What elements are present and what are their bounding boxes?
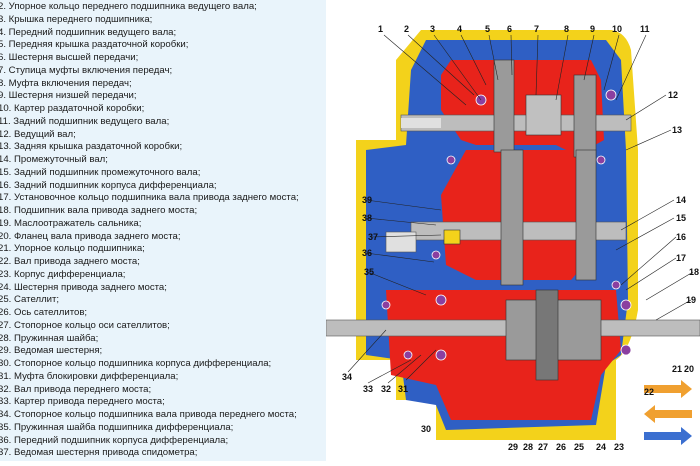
callout-25: 25 bbox=[574, 442, 584, 452]
callout-2: 2 bbox=[404, 24, 409, 34]
callout-31: 31 bbox=[398, 384, 408, 394]
legend-item: 17. Установочное кольцо подшипника вала … bbox=[0, 192, 299, 204]
legend-item: 14. Промежуточный вал; bbox=[0, 154, 108, 165]
legend-item: 37. Ведомая шестерня привода спидометра; bbox=[0, 447, 198, 459]
callout-34: 34 bbox=[342, 372, 352, 382]
transfer-case-drawing: 1 2 3 4 5 6 7 8 9 10 11 12 13 14 15 16 1… bbox=[325, 24, 700, 452]
callout-7: 7 bbox=[534, 24, 539, 34]
callout-11: 11 bbox=[640, 24, 650, 34]
legend-item: 33. Картер привода переднего моста; bbox=[0, 396, 165, 408]
callout-6: 6 bbox=[507, 24, 512, 34]
legend-item: 30. Стопорное кольцо подшипника корпуса … bbox=[0, 358, 272, 369]
callout-35: 35 bbox=[364, 267, 374, 277]
legend-item: 21. Упорное кольцо подшипника; bbox=[0, 243, 145, 255]
legend-item: 36. Передний подшипник корпуса дифференц… bbox=[0, 434, 229, 446]
legend-item: 2. Упорное кольцо переднего подшипника в… bbox=[0, 1, 257, 12]
legend-item: 23. Корпус дифференциала; bbox=[0, 268, 126, 280]
legend-item: 19. Маслоотражатель сальника; bbox=[0, 217, 142, 229]
legend-item: 29. Ведомая шестерня; bbox=[0, 345, 103, 357]
callout-1: 1 bbox=[378, 24, 383, 34]
callout-16: 16 bbox=[676, 232, 686, 242]
callout-lines bbox=[347, 34, 694, 384]
differential-gear bbox=[535, 289, 559, 381]
callout-19: 19 bbox=[686, 295, 696, 305]
callout-18: 18 bbox=[689, 267, 699, 277]
flow-arrows bbox=[644, 380, 692, 445]
intermediate-gear-1 bbox=[500, 149, 524, 286]
callout-33: 33 bbox=[363, 384, 373, 394]
callout-22: 22 bbox=[644, 387, 654, 397]
callout-24: 24 bbox=[596, 442, 606, 452]
callout-39: 39 bbox=[362, 195, 372, 205]
legend-item: 18. Подшипник вала привода заднего моста… bbox=[0, 205, 198, 216]
callout-36: 36 bbox=[362, 248, 372, 258]
clutch-hub bbox=[525, 94, 562, 136]
intermediate-gear-2 bbox=[575, 149, 597, 281]
callout-20: 20 bbox=[684, 364, 694, 374]
callout-10: 10 bbox=[612, 24, 622, 34]
callout-32: 32 bbox=[381, 384, 391, 394]
legend-item: 15. Задний подшипник промежуточного вала… bbox=[0, 166, 201, 178]
legend-item: 31. Муфта блокировки дифференциала; bbox=[0, 370, 179, 382]
legend-item: 13. Задняя крышка раздаточной коробки; bbox=[0, 141, 183, 153]
legend-item: 3. Крышка переднего подшипника; bbox=[0, 13, 153, 25]
transfer-case-diagram: 1 2 3 4 5 6 7 8 9 10 11 12 13 14 15 16 1… bbox=[325, 0, 700, 461]
callout-23: 23 bbox=[614, 442, 624, 452]
callout-17: 17 bbox=[676, 253, 686, 263]
legend-item: 34. Стопорное кольцо подшипника вала при… bbox=[0, 409, 297, 420]
legend-item: 6. Шестерня высшей передачи; bbox=[0, 52, 139, 63]
callout-9: 9 bbox=[590, 24, 595, 34]
legend-item: 4. Передний подшипник ведущего вала; bbox=[0, 26, 177, 38]
callout-8: 8 bbox=[564, 24, 569, 34]
callout-28: 28 bbox=[523, 442, 533, 452]
legend-item: 12. Ведущий вал; bbox=[0, 128, 76, 140]
speedometer-drive bbox=[385, 231, 417, 253]
legend-item: 11. Задний подшипник ведущего вала; bbox=[0, 115, 170, 127]
speedometer-gear bbox=[443, 229, 461, 245]
callout-29: 29 bbox=[508, 442, 518, 452]
callout-38: 38 bbox=[362, 213, 372, 223]
callout-13: 13 bbox=[672, 125, 682, 135]
callout-37: 37 bbox=[368, 232, 378, 242]
legend-item: 27. Стопорное кольцо оси сателлитов; bbox=[0, 319, 170, 331]
legend-item: 9. Шестерня низшей передачи; bbox=[0, 90, 137, 102]
callout-12: 12 bbox=[668, 90, 678, 100]
callout-21: 21 bbox=[672, 364, 682, 374]
legend-item: 32. Вал привода переднего моста; bbox=[0, 383, 152, 395]
legend-item: 5. Передняя крышка раздаточной коробки; bbox=[0, 39, 189, 51]
callout-26: 26 bbox=[556, 442, 566, 452]
legend-item: 10. Картер раздаточной коробки; bbox=[0, 103, 145, 114]
low-gear bbox=[573, 74, 597, 158]
legend-item: 24. Шестерня привода заднего моста; bbox=[0, 281, 167, 293]
legend-item: 16. Задний подшипник корпуса дифференциа… bbox=[0, 179, 217, 191]
legend-item: 25. Сателлит; bbox=[0, 294, 60, 306]
legend-item: 7. Ступица муфты включения передач; bbox=[0, 64, 173, 76]
legend-item: 28. Пружинная шайба; bbox=[0, 332, 99, 344]
callout-30: 30 bbox=[421, 424, 431, 434]
callout-15: 15 bbox=[676, 213, 686, 223]
legend-item: 26. Ось сателлитов; bbox=[0, 307, 88, 318]
callout-3: 3 bbox=[430, 24, 435, 34]
callout-4: 4 bbox=[457, 24, 462, 34]
legend-panel: 2. Упорное кольцо переднего подшипника в… bbox=[0, 0, 326, 461]
legend-item: 35. Пружинная шайба подшипника дифференц… bbox=[0, 421, 234, 433]
legend-item: 8. Муфта включения передач; bbox=[0, 77, 132, 89]
bearings bbox=[381, 89, 632, 361]
legend-item: 20. Фланец вала привода заднего моста; bbox=[0, 230, 181, 242]
input-shaft-front bbox=[401, 118, 441, 128]
callout-14: 14 bbox=[676, 195, 686, 205]
callout-27: 27 bbox=[538, 442, 548, 452]
callout-5: 5 bbox=[485, 24, 490, 34]
callout-numbers: 1 2 3 4 5 6 7 8 9 10 11 12 13 14 15 16 1… bbox=[342, 24, 699, 452]
legend-item: 22. Вал привода заднего моста; bbox=[0, 256, 140, 267]
